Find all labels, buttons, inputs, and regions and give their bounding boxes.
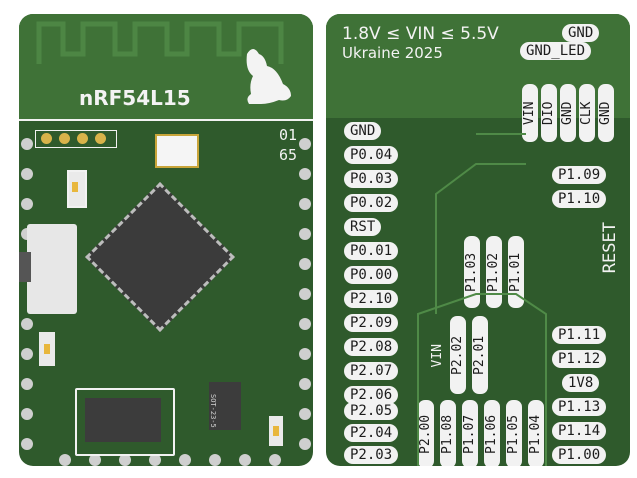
- right-pin-6: P1.14: [552, 422, 607, 440]
- right-pin-7: P1.00: [552, 446, 607, 464]
- left-pin-13: P2.04: [344, 424, 399, 442]
- voltage-regulator: [209, 382, 241, 430]
- crystal-oscillator: [155, 134, 199, 168]
- led-top-dot: [72, 182, 78, 192]
- right-pin-0: P1.09: [552, 166, 607, 184]
- origin-label: Ukraine 2025: [342, 44, 443, 62]
- left-pin-0: GND: [344, 122, 382, 140]
- right-pin-4: 1V8: [562, 374, 600, 392]
- slide-switch: [27, 224, 77, 314]
- inductor-outline: [75, 388, 175, 456]
- corner-code-top: 01: [279, 126, 298, 144]
- regulator-marking: SOT-23-5: [209, 394, 217, 428]
- pcb-back: 1.8V ≤ VIN ≤ 5.5V Ukraine 2025 GND GND_L…: [326, 14, 630, 466]
- left-pin-10: P2.07: [344, 362, 399, 380]
- corner-code-bottom: 65: [279, 146, 298, 164]
- left-pin-11: P2.06: [344, 386, 399, 404]
- left-pin-2: P0.03: [344, 170, 399, 188]
- right-pin-5: P1.13: [552, 398, 607, 416]
- switch-knob: [19, 252, 31, 282]
- pin-gnd-top: GND: [562, 24, 600, 42]
- left-pin-3: P0.02: [344, 194, 399, 212]
- right-pin-1: P1.10: [552, 190, 607, 208]
- right-pin-3: P1.12: [552, 350, 607, 368]
- chinchilla-logo: [246, 49, 291, 104]
- led-right-dot: [273, 426, 279, 436]
- left-pin-4: RST: [344, 218, 382, 236]
- nrf54l15-chip: [85, 182, 235, 332]
- left-pin-1: P0.04: [344, 146, 399, 164]
- voltage-range: 1.8V ≤ VIN ≤ 5.5V: [342, 24, 499, 44]
- left-pin-9: P2.08: [344, 338, 399, 356]
- left-pin-12: P2.05: [344, 402, 399, 420]
- left-pin-6: P0.00: [344, 266, 399, 284]
- antenna-trace: [19, 21, 313, 121]
- back-copper-traces: [417, 133, 547, 466]
- pin-gnd-led: GND_LED: [520, 42, 592, 60]
- inductor: [85, 398, 161, 442]
- left-pin-14: P2.03: [344, 446, 399, 464]
- left-pin-7: P2.10: [344, 290, 399, 308]
- chip-name-label: nRF54L15: [79, 86, 191, 110]
- left-pin-5: P0.01: [344, 242, 399, 260]
- pcb-front: nRF54L15: [19, 14, 313, 466]
- right-pin-2: P1.11: [552, 326, 607, 344]
- led-bottom-dot: [44, 344, 50, 354]
- left-pin-8: P2.09: [344, 314, 399, 332]
